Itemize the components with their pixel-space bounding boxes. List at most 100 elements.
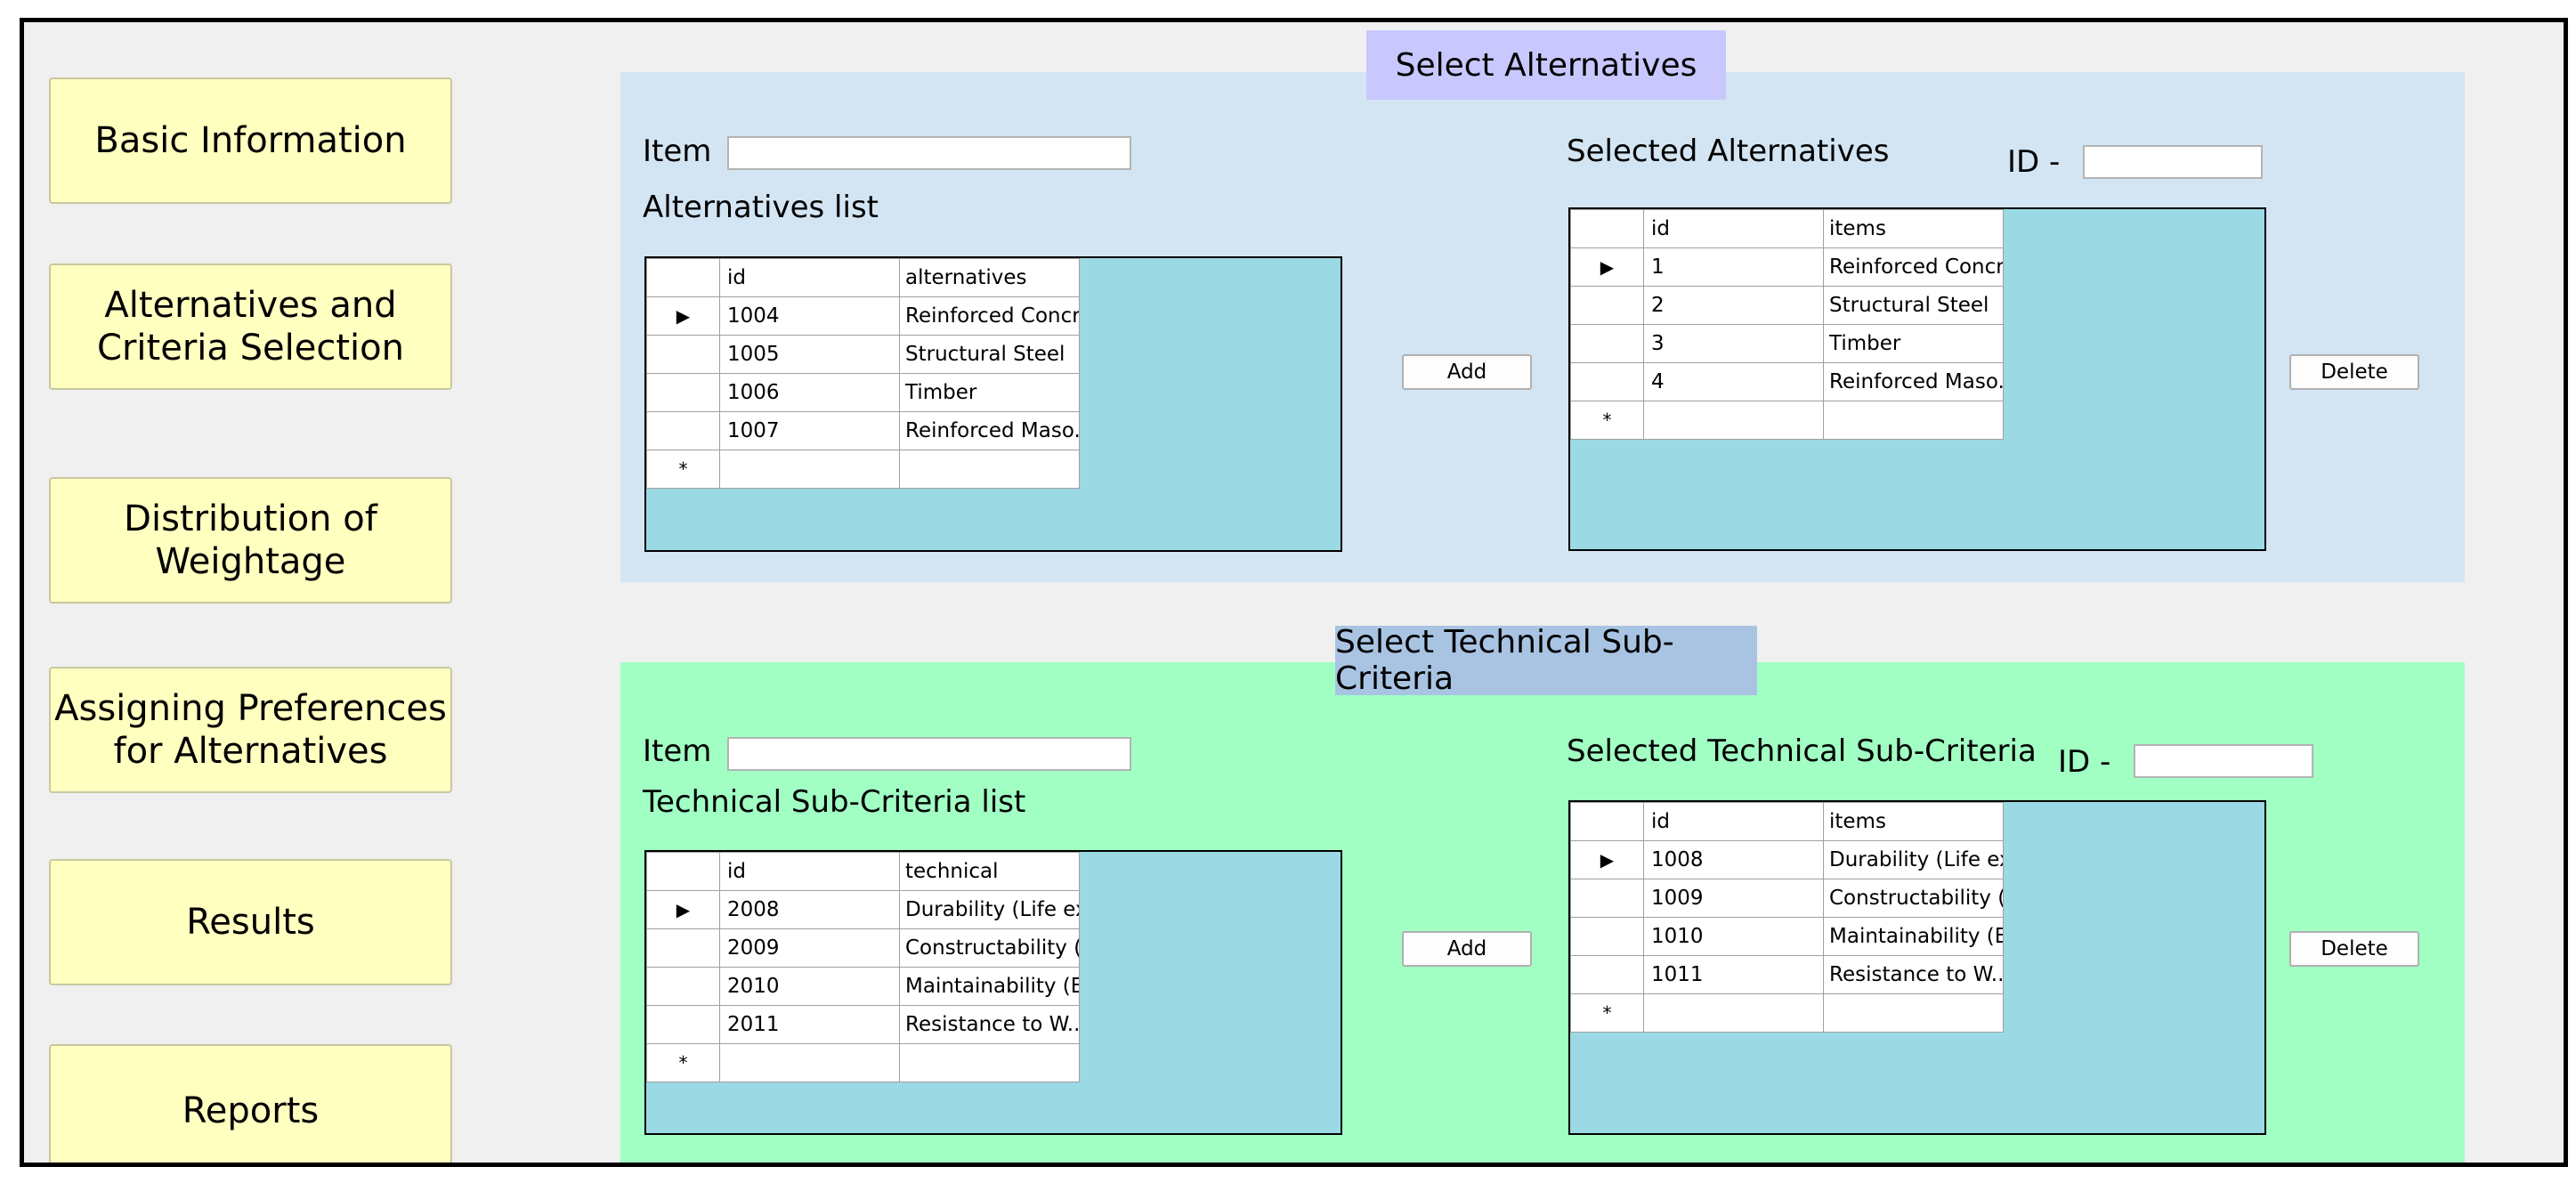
column-header-items[interactable]: items xyxy=(1823,209,2004,248)
delete-alternative-button[interactable]: Delete xyxy=(2289,354,2419,390)
cell-item[interactable]: Reinforced Concr... xyxy=(1823,247,2004,287)
cell-item[interactable]: Reinforced Maso... xyxy=(1823,362,2004,401)
current-row-indicator-icon[interactable]: ▶ xyxy=(1570,247,1644,287)
table-row[interactable]: 3 Timber xyxy=(1570,324,2004,363)
new-row-cell[interactable] xyxy=(899,1043,1080,1082)
new-row[interactable]: * xyxy=(1570,993,2004,1033)
nav-distribution-weightage-button[interactable]: Distribution of Weightage xyxy=(49,477,452,604)
current-row-indicator-icon[interactable]: ▶ xyxy=(646,296,720,336)
cell-id[interactable]: 2 xyxy=(1643,286,1824,325)
nav-reports-button[interactable]: Reports xyxy=(49,1044,452,1163)
nav-basic-information-button[interactable]: Basic Information xyxy=(49,77,452,204)
new-row-cell[interactable] xyxy=(719,1043,900,1082)
column-header-alternatives[interactable]: alternatives xyxy=(899,258,1080,297)
table-row[interactable]: 1011 Resistance to W... xyxy=(1570,955,2004,994)
new-row-asterisk-icon[interactable]: * xyxy=(646,1043,720,1082)
table-row[interactable]: 2 Structural Steel xyxy=(1570,286,2004,325)
table-row[interactable]: 2010 Maintainability (E... xyxy=(646,967,1080,1006)
new-row-asterisk-icon[interactable]: * xyxy=(1570,993,1644,1033)
select-technical-subcriteria-tab[interactable]: Select Technical Sub-Criteria xyxy=(1335,624,1757,697)
cell-id[interactable]: 3 xyxy=(1643,324,1824,363)
cell-id[interactable]: 4 xyxy=(1643,362,1824,401)
cell-item[interactable]: Structural Steel xyxy=(1823,286,2004,325)
column-header-id[interactable]: id xyxy=(719,852,900,891)
table-row[interactable]: 1010 Maintainability (E... xyxy=(1570,917,2004,956)
row-header[interactable] xyxy=(646,411,720,450)
row-header[interactable] xyxy=(646,335,720,374)
cell-id[interactable]: 1009 xyxy=(1643,879,1824,918)
cell-technical[interactable]: Durability (Life ex... xyxy=(899,890,1080,929)
tech-id-input[interactable] xyxy=(2134,744,2313,778)
table-row[interactable]: 1007 Reinforced Maso... xyxy=(646,411,1080,450)
cell-id[interactable]: 1007 xyxy=(719,411,900,450)
table-row[interactable]: ▶ 1004 Reinforced Concr... xyxy=(646,296,1080,336)
table-row[interactable]: 1009 Constructability (... xyxy=(1570,879,2004,918)
table-row[interactable]: ▶ 1008 Durability (Life ex... xyxy=(1570,840,2004,879)
nav-assigning-preferences-button[interactable]: Assigning Preferences for Alternatives xyxy=(49,667,452,793)
cell-id[interactable]: 1 xyxy=(1643,247,1824,287)
cell-technical[interactable]: Resistance to W... xyxy=(899,1005,1080,1044)
tech-item-input[interactable] xyxy=(727,737,1131,771)
cell-alternative[interactable]: Timber xyxy=(899,373,1080,412)
technical-subcriteria-list-grid[interactable]: id technical ▶ 2008 Durability (Life ex.… xyxy=(644,850,1342,1135)
cell-alternative[interactable]: Reinforced Maso... xyxy=(899,411,1080,450)
alt-id-input[interactable] xyxy=(2083,145,2263,179)
cell-item[interactable]: Resistance to W... xyxy=(1823,955,2004,994)
add-alternative-button[interactable]: Add xyxy=(1402,354,1532,390)
new-row-asterisk-icon[interactable]: * xyxy=(646,450,720,489)
select-alternatives-tab[interactable]: Select Alternatives xyxy=(1366,30,1726,100)
row-header[interactable] xyxy=(646,1005,720,1044)
row-header[interactable] xyxy=(1570,955,1644,994)
table-row[interactable]: 2009 Constructability (... xyxy=(646,928,1080,968)
cell-id[interactable]: 2008 xyxy=(719,890,900,929)
current-row-indicator-icon[interactable]: ▶ xyxy=(1570,840,1644,879)
table-row[interactable]: 4 Reinforced Maso... xyxy=(1570,362,2004,401)
nav-results-button[interactable]: Results xyxy=(49,859,452,985)
cell-item[interactable]: Constructability (... xyxy=(1823,879,2004,918)
cell-id[interactable]: 1004 xyxy=(719,296,900,336)
row-header[interactable] xyxy=(646,928,720,968)
add-technical-subcriteria-button[interactable]: Add xyxy=(1402,931,1532,967)
new-row[interactable]: * xyxy=(646,1043,1080,1082)
alt-item-input[interactable] xyxy=(727,136,1131,170)
row-header[interactable] xyxy=(646,373,720,412)
row-header[interactable] xyxy=(1570,286,1644,325)
table-row[interactable]: 2011 Resistance to W... xyxy=(646,1005,1080,1044)
selected-alternatives-grid[interactable]: id items ▶ 1 Reinforced Concr... 2 Struc… xyxy=(1568,207,2266,551)
cell-id[interactable]: 1005 xyxy=(719,335,900,374)
row-header[interactable] xyxy=(1570,879,1644,918)
cell-id[interactable]: 1010 xyxy=(1643,917,1824,956)
row-header[interactable] xyxy=(1570,362,1644,401)
new-row-cell[interactable] xyxy=(899,450,1080,489)
delete-technical-subcriteria-button[interactable]: Delete xyxy=(2289,931,2419,967)
new-row-cell[interactable] xyxy=(1823,993,2004,1033)
new-row-cell[interactable] xyxy=(1643,993,1824,1033)
cell-id[interactable]: 1008 xyxy=(1643,840,1824,879)
new-row-cell[interactable] xyxy=(1643,401,1824,440)
new-row[interactable]: * xyxy=(1570,401,2004,440)
cell-item[interactable]: Durability (Life ex... xyxy=(1823,840,2004,879)
column-header-id[interactable]: id xyxy=(1643,209,1824,248)
cell-item[interactable]: Timber xyxy=(1823,324,2004,363)
cell-technical[interactable]: Maintainability (E... xyxy=(899,967,1080,1006)
table-row[interactable]: 1006 Timber xyxy=(646,373,1080,412)
row-header[interactable] xyxy=(1570,917,1644,956)
new-row-asterisk-icon[interactable]: * xyxy=(1570,401,1644,440)
cell-id[interactable]: 2011 xyxy=(719,1005,900,1044)
row-header[interactable] xyxy=(646,967,720,1006)
new-row[interactable]: * xyxy=(646,450,1080,489)
cell-id[interactable]: 2010 xyxy=(719,967,900,1006)
table-row[interactable]: ▶ 1 Reinforced Concr... xyxy=(1570,247,2004,287)
selected-technical-subcriteria-grid[interactable]: id items ▶ 1008 Durability (Life ex... 1… xyxy=(1568,800,2266,1135)
column-header-technical[interactable]: technical xyxy=(899,852,1080,891)
column-header-id[interactable]: id xyxy=(719,258,900,297)
cell-id[interactable]: 2009 xyxy=(719,928,900,968)
nav-alternatives-criteria-button[interactable]: Alternatives and Criteria Selection xyxy=(49,263,452,390)
cell-alternative[interactable]: Reinforced Concr... xyxy=(899,296,1080,336)
cell-item[interactable]: Maintainability (E... xyxy=(1823,917,2004,956)
table-row[interactable]: ▶ 2008 Durability (Life ex... xyxy=(646,890,1080,929)
column-header-items[interactable]: items xyxy=(1823,802,2004,841)
cell-alternative[interactable]: Structural Steel xyxy=(899,335,1080,374)
cell-technical[interactable]: Constructability (... xyxy=(899,928,1080,968)
row-header[interactable] xyxy=(1570,324,1644,363)
